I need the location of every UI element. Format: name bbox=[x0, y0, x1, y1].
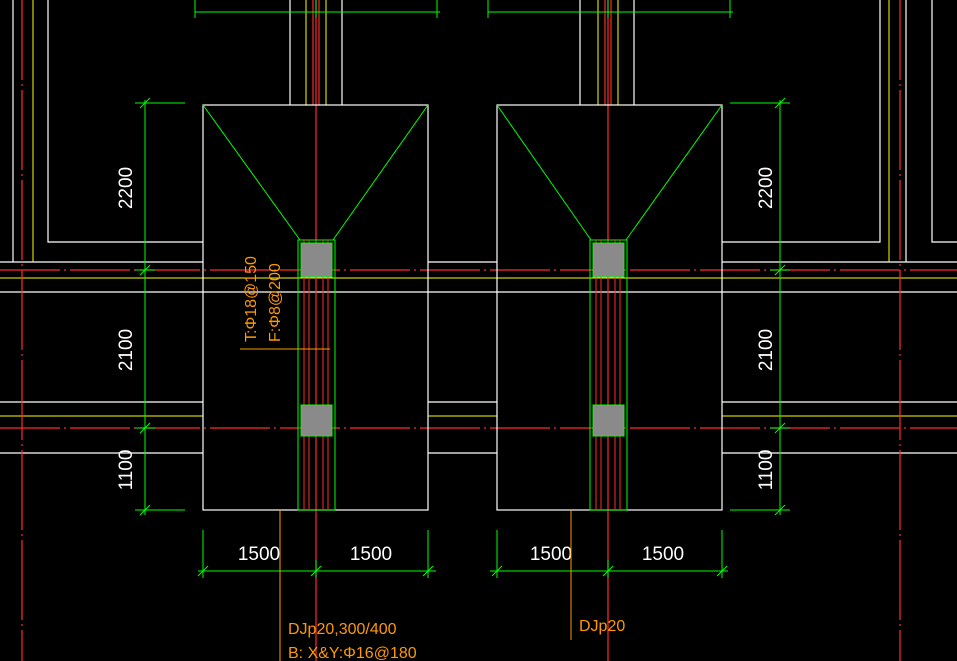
foundation-1-beam-rebars bbox=[303, 240, 329, 510]
dim-1100-left: 1100 bbox=[116, 450, 137, 491]
dim-2200-right: 2200 bbox=[756, 167, 777, 209]
outer-frame-lines bbox=[0, 0, 957, 454]
dim-1500-f2-left: 1500 bbox=[530, 544, 572, 565]
foundation-2-slope-lines bbox=[496, 104, 723, 241]
rebar-bottom-note: F:Φ8@200 bbox=[267, 263, 284, 342]
foundation-2-beam-rebars bbox=[595, 240, 621, 510]
foundation-2-column-bottom bbox=[592, 404, 625, 437]
rebar-top-note: T:Φ18@150 bbox=[243, 256, 260, 342]
annotation-leaders bbox=[240, 348, 572, 661]
foundation-1[interactable] bbox=[202, 104, 429, 511]
foundation-1-beam bbox=[297, 239, 336, 511]
wall-lines bbox=[0, 0, 957, 417]
foundation-2-outline bbox=[496, 104, 723, 511]
dim-2100-left: 2100 bbox=[116, 329, 137, 371]
foundation-1-column-top bbox=[300, 242, 333, 278]
dim-1500-f1-left: 1500 bbox=[238, 544, 280, 565]
foundation-2-label: DJp20 bbox=[579, 618, 625, 635]
foundation-2-column-top bbox=[592, 242, 625, 278]
foundation-2-beam bbox=[589, 239, 628, 511]
foundation-1-slope-lines bbox=[202, 104, 429, 241]
foundation-1-label: DJp20,300/400 bbox=[288, 621, 397, 638]
dimension-lines bbox=[135, 0, 790, 578]
dim-1100-right: 1100 bbox=[756, 450, 777, 491]
dim-2200-left: 2200 bbox=[116, 167, 137, 209]
foundation-1-column-bottom bbox=[300, 404, 333, 437]
foundation-2[interactable] bbox=[496, 104, 723, 511]
dim-1500-f2-right: 1500 bbox=[642, 544, 684, 565]
foundation-1-rebar-note: B: X&Y:Φ16@180 bbox=[288, 645, 417, 661]
dim-1500-f1-right: 1500 bbox=[350, 544, 392, 565]
dim-2100-right: 2100 bbox=[756, 329, 777, 371]
